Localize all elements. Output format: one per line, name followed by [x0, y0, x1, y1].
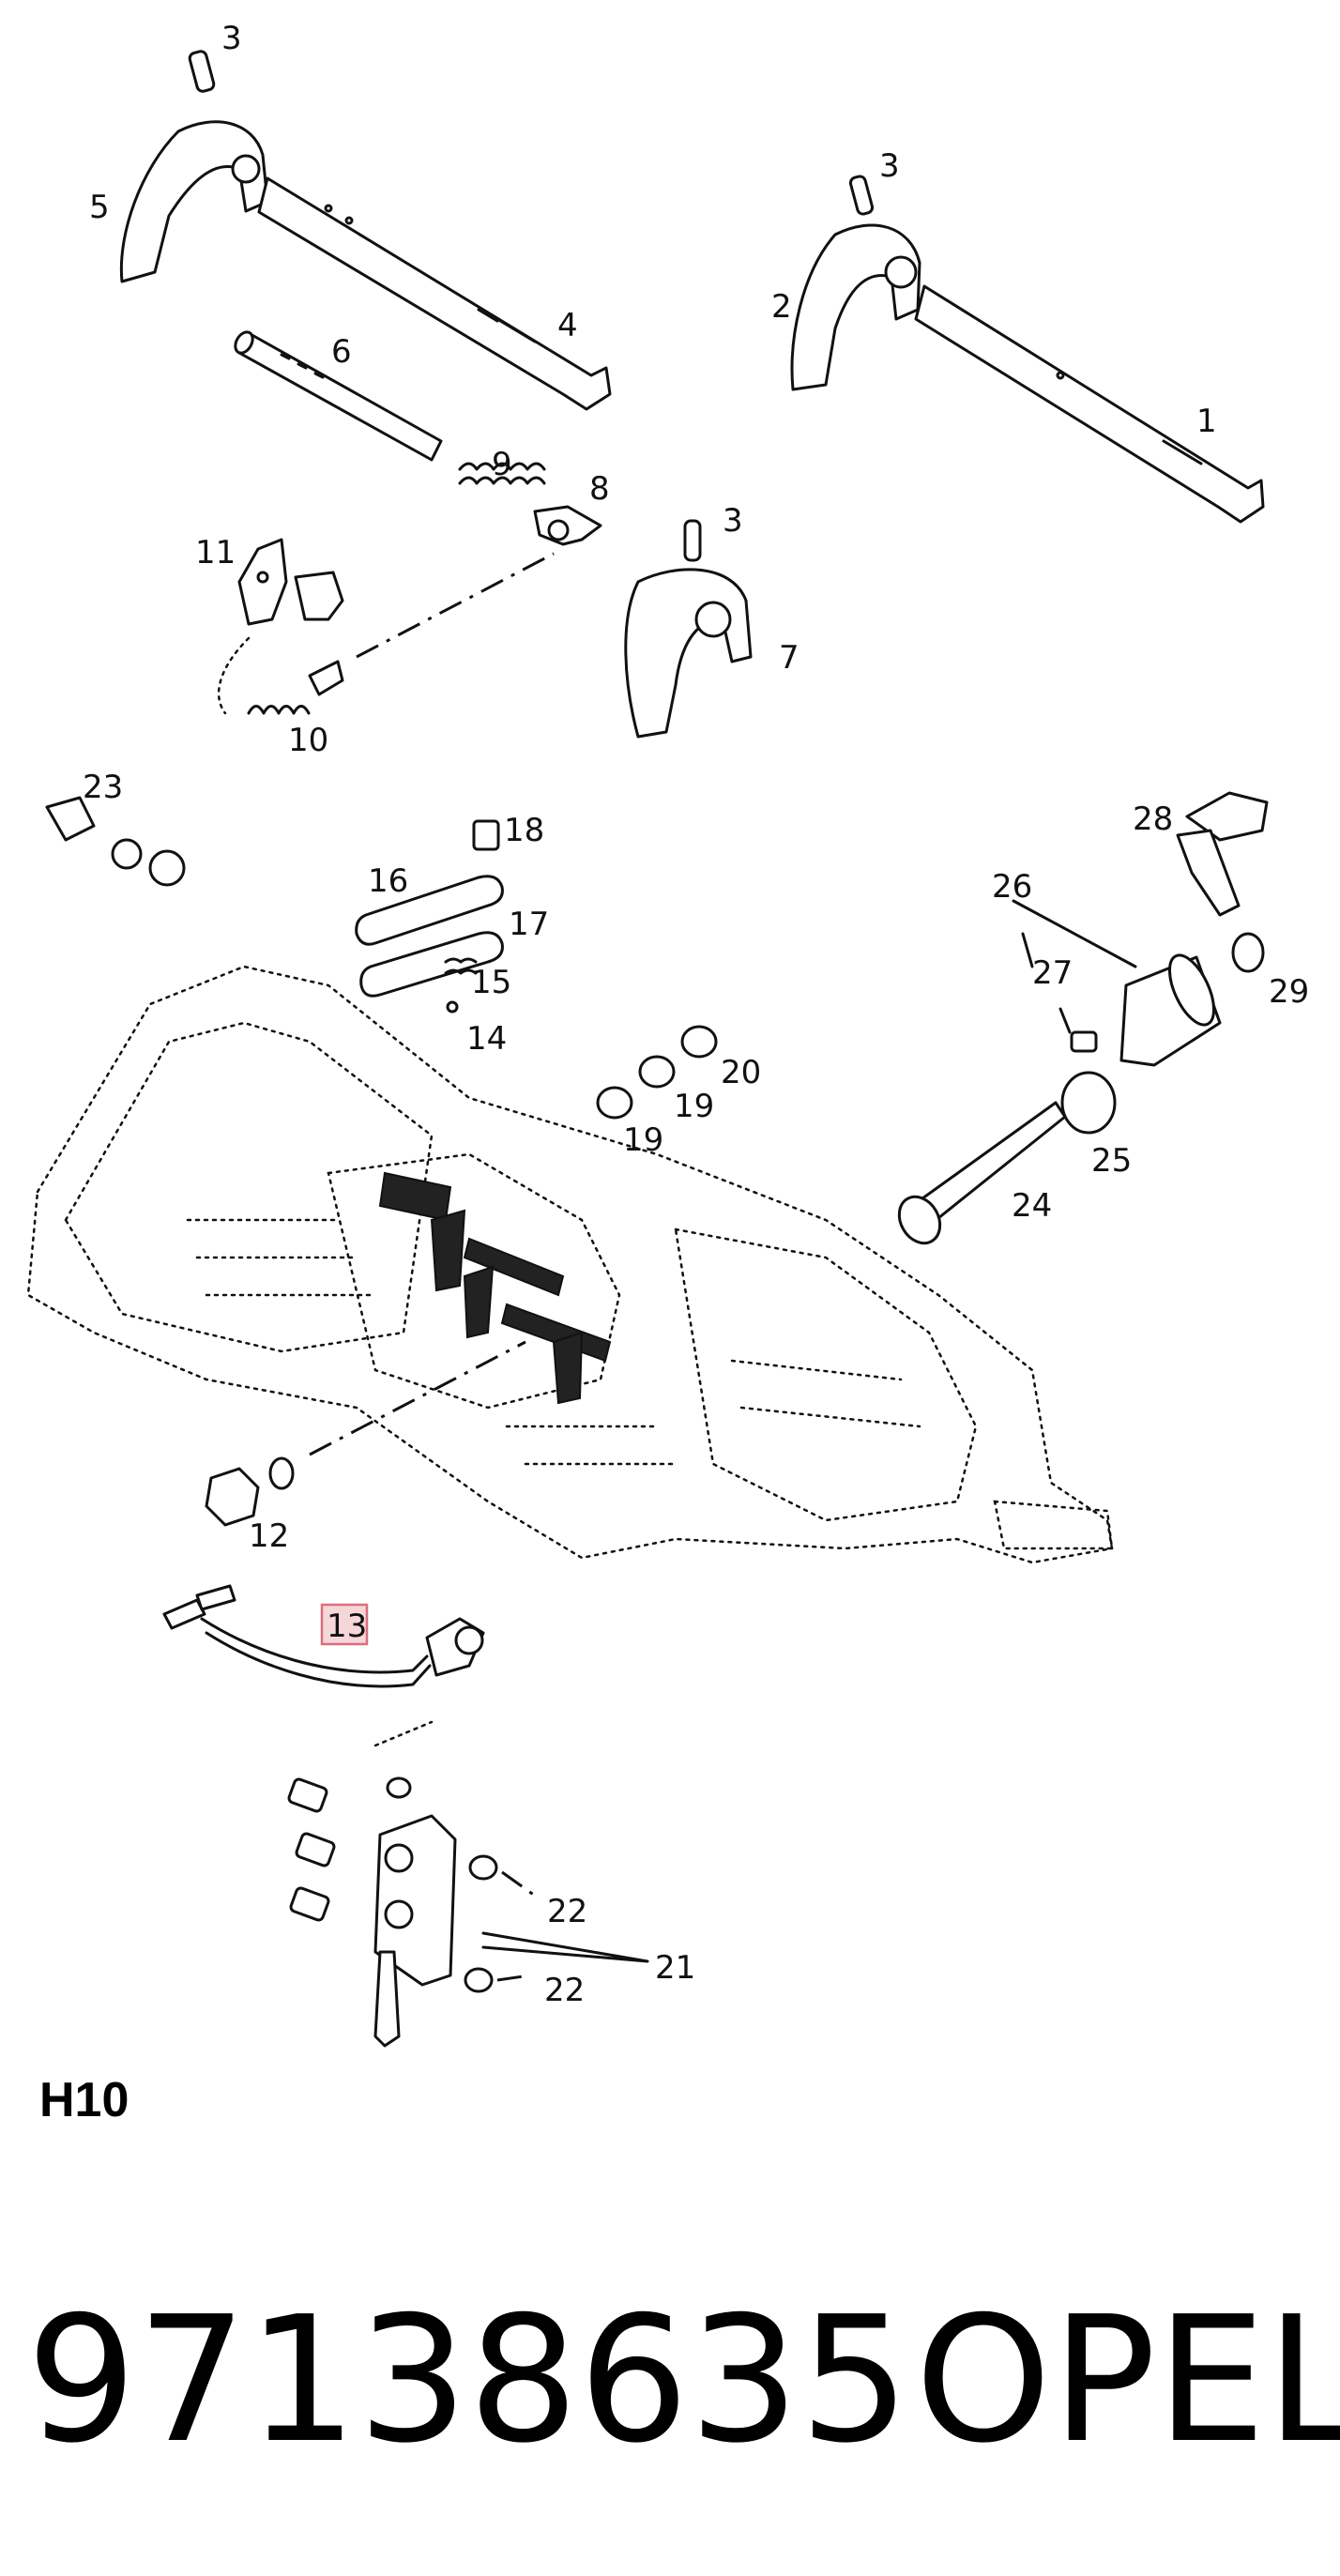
highlight-box-13: [320, 1603, 369, 1646]
callout-6: 6: [331, 333, 352, 371]
callout-26: 26: [992, 868, 1032, 906]
callout-4: 4: [557, 307, 578, 344]
callout-13: 13: [327, 1608, 367, 1645]
callout-1: 1: [1196, 403, 1217, 440]
callout-19: 19: [674, 1088, 714, 1125]
callout-14: 14: [466, 1020, 507, 1058]
part-number: 97138635: [26, 2279, 910, 2481]
gearbox-housing: [26, 965, 1114, 1564]
callout-3: 3: [723, 502, 743, 540]
callout-20: 20: [721, 1054, 761, 1091]
linkage-16-17-18-15-14: [355, 819, 504, 1014]
callout-23: 23: [83, 769, 123, 806]
callout-28: 28: [1133, 800, 1173, 838]
speedo-drive-assembly: [897, 791, 1269, 1245]
selector-fork-2-assembly: [790, 175, 1265, 524]
callout-2: 2: [771, 288, 792, 326]
callout-22: 22: [547, 1893, 587, 1930]
callout-11: 11: [195, 534, 236, 572]
transmission-mount-21-22: [287, 1720, 649, 2048]
brand-name: OPEL: [915, 2279, 1340, 2481]
spring-9-and-bracket-8: [458, 462, 602, 546]
callout-9: 9: [492, 446, 512, 483]
callout-8: 8: [589, 470, 610, 508]
callout-5: 5: [89, 189, 110, 226]
callout-19: 19: [623, 1121, 663, 1159]
shift-rod-6: [234, 330, 443, 462]
callout-3: 3: [221, 20, 242, 57]
callout-12: 12: [249, 1517, 289, 1555]
callout-3: 3: [879, 147, 900, 185]
callout-15: 15: [471, 964, 511, 1001]
section-code: H10: [39, 2073, 129, 2127]
callout-25: 25: [1091, 1142, 1132, 1180]
selector-fork-7: [624, 519, 753, 739]
callout-18: 18: [504, 812, 544, 849]
callout-17: 17: [509, 906, 549, 943]
selector-fork-5-assembly: [119, 50, 612, 411]
reverse-light-switch-13: [162, 1584, 485, 1688]
callout-21: 21: [655, 1949, 695, 1987]
interlock-11-10: [217, 538, 555, 715]
plug-23-and-washers: [45, 796, 186, 887]
callout-10: 10: [288, 722, 328, 759]
callout-24: 24: [1012, 1187, 1052, 1225]
callout-27: 27: [1032, 954, 1073, 992]
callout-22: 22: [544, 1972, 585, 2009]
callout-16: 16: [368, 862, 408, 900]
bushes-19-20: [596, 1025, 718, 1120]
callout-7: 7: [779, 639, 799, 677]
callout-29: 29: [1269, 973, 1309, 1011]
drain-plug-12: [205, 1456, 295, 1527]
